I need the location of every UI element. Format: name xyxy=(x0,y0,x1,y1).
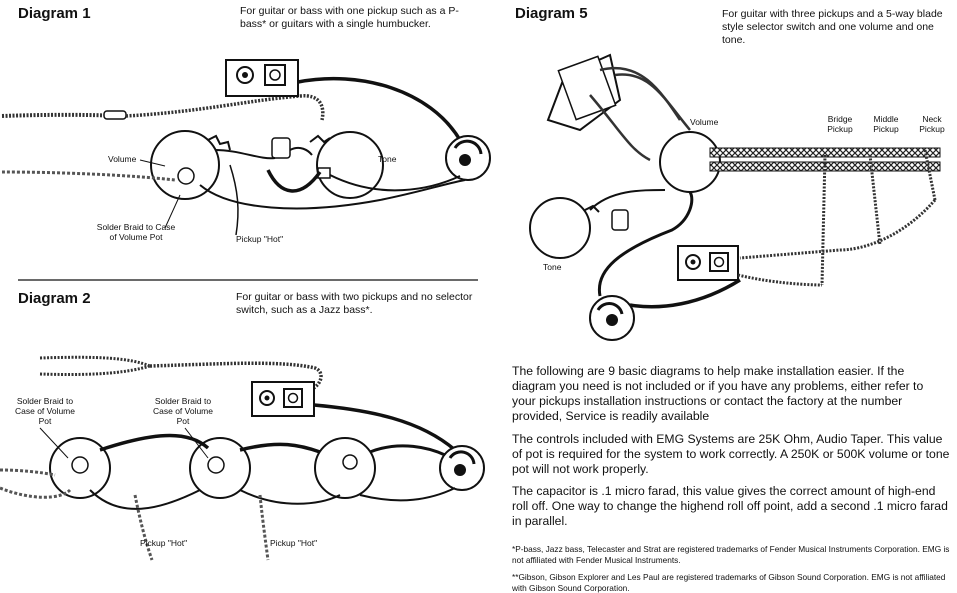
diagram-1-title: Diagram 1 xyxy=(18,5,91,22)
d1-pickup-hot-label: Pickup "Hot" xyxy=(236,234,284,244)
d2-connector-block xyxy=(251,381,315,417)
d2-pickup-hot-label-2: Pickup "Hot" xyxy=(270,538,318,548)
info-paragraph-2: The controls included with EMG Systems a… xyxy=(512,432,950,476)
info-paragraph-3: The capacitor is .1 micro farad, this va… xyxy=(512,484,948,528)
d1-volume-pot xyxy=(150,130,231,200)
d1-output-jack xyxy=(445,135,491,181)
diagram-2-description: For guitar or bass with two pickups and … xyxy=(236,291,473,316)
d1-connector-block xyxy=(225,59,299,97)
d2-tone-pot xyxy=(314,437,376,499)
d1-tone-label: Tone xyxy=(378,154,397,164)
d5-volume-label: Volume xyxy=(690,117,719,127)
d2-volume-pot-1 xyxy=(49,437,111,499)
d1-solder-braid-label: Solder Braid to Case of Volume Pot xyxy=(96,222,176,242)
d5-tone-label: Tone xyxy=(543,262,562,272)
d5-middle-pickup-label: Middle Pickup xyxy=(873,114,899,134)
footnote-2: **Gibson, Gibson Explorer and Les Paul a… xyxy=(512,572,946,593)
d5-neck-pickup-label: Neck Pickup xyxy=(919,114,945,134)
diagram-1-description: For guitar or bass with one pickup such … xyxy=(240,5,459,30)
footnote-1: *P-bass, Jazz bass, Telecaster and Strat… xyxy=(512,544,950,565)
d2-output-jack xyxy=(439,445,485,491)
d1-capacitor xyxy=(271,137,291,159)
d1-volume-label: Volume xyxy=(108,154,137,164)
d2-pickup-hot-label-1: Pickup "Hot" xyxy=(140,538,188,548)
d2-solder-braid-label-1: Solder Braid to Case of Volume Pot xyxy=(14,396,75,426)
d1-shielded-cable xyxy=(1,112,121,118)
diagram-5-description: For guitar with three pickups and a 5-wa… xyxy=(722,8,943,46)
d2-volume-pot-2 xyxy=(189,437,251,499)
d5-output-jack xyxy=(589,295,635,341)
diagram-2-title: Diagram 2 xyxy=(18,290,91,307)
diagram-2-drawing xyxy=(0,355,485,561)
d5-connector-block xyxy=(677,245,739,281)
diagram-5-drawing xyxy=(529,53,941,341)
d5-capacitor xyxy=(611,209,629,231)
d5-bridge-pickup-label: Bridge Pickup xyxy=(827,114,853,134)
diagram-5-title: Diagram 5 xyxy=(515,5,588,22)
d1-cable-sleeve xyxy=(103,110,127,120)
diagram-1-drawing xyxy=(1,59,491,236)
d1-tone-pot xyxy=(309,131,384,199)
info-paragraph-1: The following are 9 basic diagrams to he… xyxy=(512,364,924,423)
d2-solder-braid-label-2: Solder Braid to Case of Volume Pot xyxy=(152,396,213,426)
d5-tone-pot xyxy=(529,197,600,259)
